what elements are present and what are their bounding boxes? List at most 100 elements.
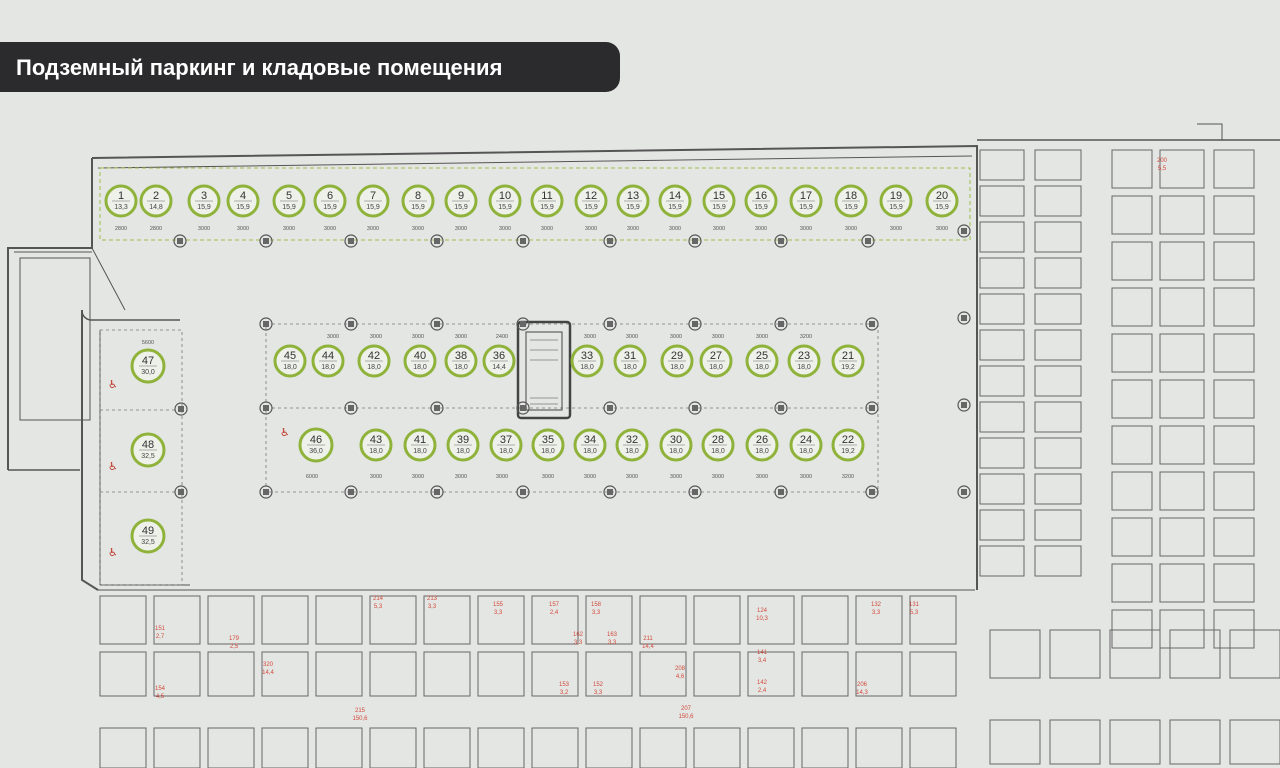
parking-spot-area: 18,0	[367, 364, 381, 371]
parking-spot-number: 32	[626, 434, 638, 446]
dimension-label: 3000	[800, 474, 812, 480]
storage-room-cell	[315, 651, 363, 697]
top-parking-row	[99, 167, 971, 241]
dimension-label: 3000	[499, 226, 511, 232]
storage-room-area: 3,3	[608, 640, 617, 646]
storage-room-cell	[585, 595, 633, 645]
parking-spot-area: 18,0	[670, 364, 684, 371]
storage-room-area: 150,6	[352, 716, 368, 722]
parking-spot-number: 5	[286, 190, 292, 202]
parking-spot-area: 18,0	[413, 448, 427, 455]
storage-room-cell	[1034, 437, 1082, 469]
storage-room-number: 151	[155, 626, 166, 632]
parking-spot-area: 32,5	[141, 453, 155, 460]
storage-room-cell	[1034, 185, 1082, 217]
dimension-label: 3000	[412, 226, 424, 232]
dimension-label: 3000	[584, 334, 596, 340]
storage-room-number: 157	[549, 602, 560, 608]
storage-room-cell	[639, 727, 687, 768]
parking-spot-area: 15,9	[197, 204, 211, 211]
storage-room-cell	[261, 727, 309, 768]
storage-room-cell	[1159, 333, 1205, 373]
storage-room-number: 208	[675, 666, 686, 672]
storage-rooms	[99, 149, 1280, 768]
storage-room-cell	[1213, 195, 1255, 235]
dimension-label: 3000	[890, 226, 902, 232]
storage-room-cell	[1213, 333, 1255, 373]
parking-spot-area: 18,0	[711, 448, 725, 455]
parking-spot-area: 18,0	[799, 448, 813, 455]
parking-spot-area: 18,0	[283, 364, 297, 371]
parking-spot-number: 19	[890, 190, 902, 202]
storage-room-area: 5,5	[1158, 166, 1167, 172]
storage-room-cell	[1169, 629, 1221, 679]
parking-spot-area: 15,9	[584, 204, 598, 211]
storage-room-cell	[1159, 149, 1205, 189]
storage-room-area: 2,5	[230, 644, 239, 650]
storage-room-cell	[1111, 149, 1153, 189]
storage-room-number: 179	[229, 636, 240, 642]
storage-room-cell	[1159, 379, 1205, 419]
dimension-label: 3000	[541, 226, 553, 232]
storage-room-area: 3,3	[574, 640, 583, 646]
parking-spot-number: 36	[493, 350, 505, 362]
storage-room-cell	[747, 595, 795, 645]
dimension-label: 3000	[367, 226, 379, 232]
parking-spot-number: 42	[368, 350, 380, 362]
storage-room-cell	[979, 437, 1025, 469]
parking-spot-area: 18,0	[669, 448, 683, 455]
parking-spot-number: 23	[798, 350, 810, 362]
storage-room-cell	[979, 185, 1025, 217]
parking-spot-number: 35	[542, 434, 554, 446]
storage-room-cell	[423, 651, 471, 697]
storage-room-area: 4,6	[676, 674, 685, 680]
parking-spot: 113,3	[104, 184, 138, 218]
storage-room-cell	[639, 651, 687, 697]
storage-room-area: 2,7	[156, 634, 165, 640]
storage-room-cell	[1159, 517, 1205, 557]
storage-room-cell	[1034, 401, 1082, 433]
column-marker	[430, 317, 444, 331]
dimension-label: 3000	[755, 226, 767, 232]
parking-spot: 315,9	[187, 184, 221, 218]
storage-room-cell	[1229, 629, 1280, 679]
page-title: Подземный паркинг и кладовые помещения	[16, 55, 503, 80]
dimension-label: 3000	[626, 334, 638, 340]
parking-spot-area: 15,9	[844, 204, 858, 211]
dimension-label: 3000	[412, 474, 424, 480]
storage-room-cell	[1111, 379, 1153, 419]
dimension-label: 3000	[756, 474, 768, 480]
storage-room-area: 3,3	[592, 610, 601, 616]
parking-spot-number: 46	[310, 434, 322, 446]
storage-room-number: 131	[909, 602, 920, 608]
dimension-label: 3200	[842, 474, 854, 480]
parking-spot-number: 13	[627, 190, 639, 202]
storage-room-cell	[531, 651, 579, 697]
parking-spot-number: 33	[581, 350, 593, 362]
storage-room-cell	[153, 651, 201, 697]
storage-room-cell	[979, 257, 1025, 289]
storage-room-cell	[315, 727, 363, 768]
dimension-label: 3000	[455, 226, 467, 232]
parking-spot-number: 37	[500, 434, 512, 446]
storage-room-cell	[1213, 241, 1255, 281]
dimension-label: 3000	[712, 474, 724, 480]
